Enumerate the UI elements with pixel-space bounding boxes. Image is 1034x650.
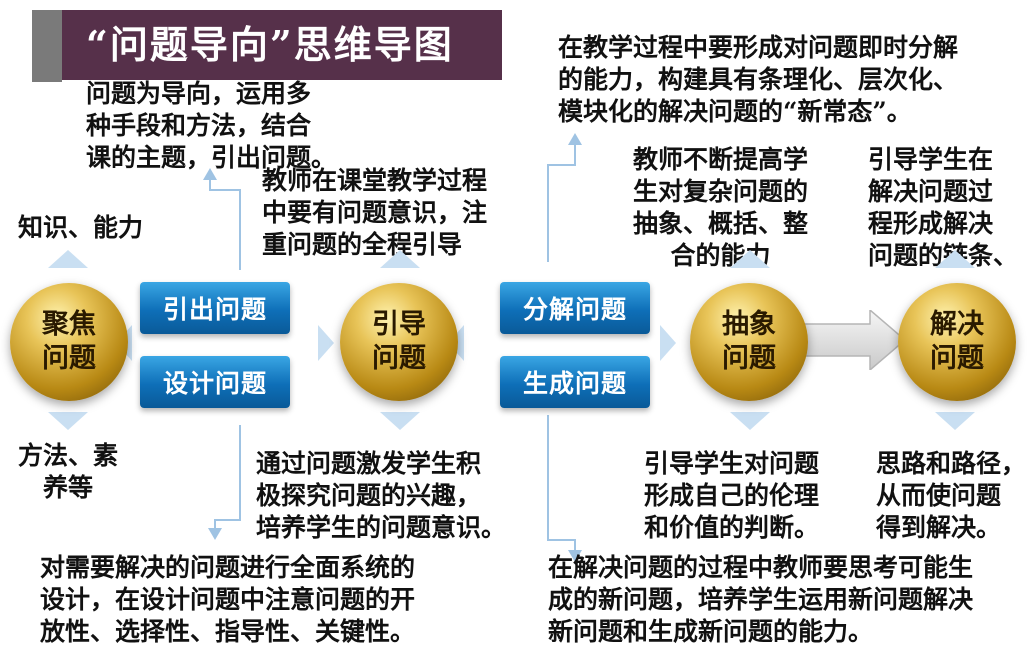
arrowhead-design <box>208 528 222 540</box>
node-solve-problem: 解决 问题 <box>898 283 1016 401</box>
node-abstract-label: 抽象 问题 <box>722 309 776 374</box>
triangle-down-focus <box>48 412 88 430</box>
connector-generate <box>547 415 576 552</box>
stimulate-interest-text: 通过问题激发学生积 极探究问题的兴趣， 培养学生的问题意识。 <box>256 449 507 542</box>
triangle-right-1 <box>318 325 334 361</box>
node-guide-problem: 引导 问题 <box>340 283 458 401</box>
arrowhead-decompose <box>568 133 582 145</box>
node-solve-label: 解决 问题 <box>930 309 984 374</box>
triangle-up-solve <box>935 250 975 268</box>
connector-design <box>214 425 241 530</box>
methods-literacy-label: 方法、素 养等 <box>18 441 119 502</box>
bar-design-label: 设计问题 <box>162 369 267 398</box>
thinking-path-text: 思路和路径， 从而使问题 得到解决。 <box>876 449 1027 542</box>
triangle-up-focus <box>48 250 88 268</box>
intro-description: 问题为导向，运用多 种手段和方法，结合 课的主题，引出问题。 <box>86 79 337 172</box>
title-banner <box>32 10 502 80</box>
abstract-ability-text: 教师不断提高学 生对复杂问题的 抽象、概括、整 合的能力 <box>633 145 809 270</box>
ethics-judgment-text: 引导学生对问题 形成自己的伦理 和价值的判断。 <box>644 449 820 542</box>
arrowhead-introduce <box>203 168 217 180</box>
connector-introduce <box>209 178 241 270</box>
bar-generate-problem: 生成问题 <box>500 356 650 408</box>
bar-generate-label: 生成问题 <box>522 369 627 398</box>
node-focus-problem: 聚焦 问题 <box>10 283 128 401</box>
triangle-right-2 <box>660 325 676 361</box>
bar-introduce-label: 引出问题 <box>162 295 267 324</box>
triangle-down-solve <box>935 412 975 430</box>
node-focus-label: 聚焦 问题 <box>42 309 96 374</box>
bar-decompose-problem: 分解问题 <box>500 282 650 334</box>
generate-description: 在解决问题的过程中教师要思考可能生 成的新问题，培养学生运用新问题解决 新问题和… <box>548 553 974 646</box>
bar-design-problem: 设计问题 <box>140 356 290 408</box>
bar-decompose-label: 分解问题 <box>522 295 627 324</box>
bar-introduce-problem: 引出问题 <box>140 282 290 334</box>
triangle-down-guide <box>380 412 420 430</box>
teacher-awareness-text: 教师在课堂教学过程 中要有问题意识，注 重问题的全程引导 <box>262 166 488 259</box>
triangle-up-abstract <box>730 250 770 268</box>
connector-decompose <box>547 143 576 262</box>
triangle-up-guide <box>380 250 420 268</box>
knowledge-ability-label: 知识、能力 <box>18 213 144 242</box>
triangle-down-abstract <box>730 412 770 430</box>
node-abstract-problem: 抽象 问题 <box>690 283 808 401</box>
page-title: “问题导向”思维导图 <box>86 22 454 67</box>
title-accent <box>32 10 62 82</box>
node-guide-label: 引导 问题 <box>372 309 426 374</box>
design-description: 对需要解决的问题进行全面系统的 设计，在设计问题中注意问题的开 放性、选择性、指… <box>40 553 416 646</box>
decompose-description: 在教学过程中要形成对问题即时分解 的能力，构建具有条理化、层次化、 模块化的解决… <box>558 33 959 126</box>
arrowhead-generate <box>568 550 582 562</box>
